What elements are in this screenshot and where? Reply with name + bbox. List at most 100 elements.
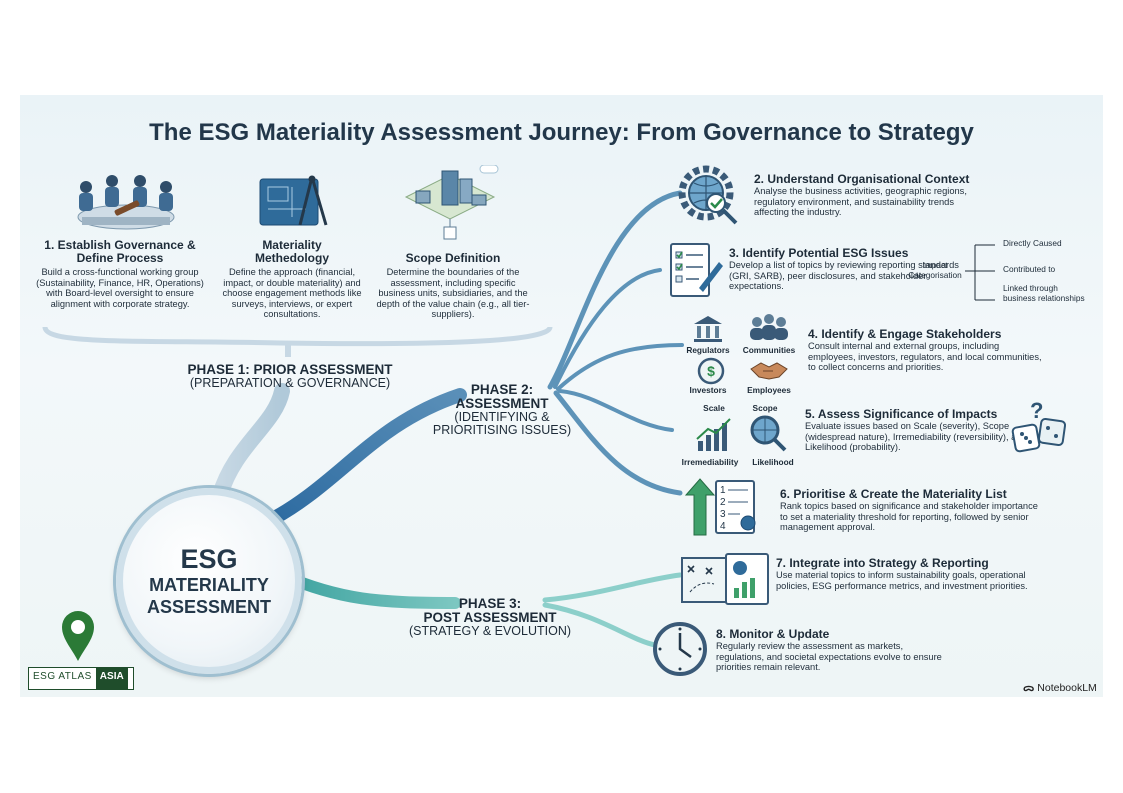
step4-text: Consult internal and external groups, in… [808, 341, 1042, 373]
step2-heading: 2. Understand Organisational Context [754, 172, 970, 186]
scale-bar-chart-icon [696, 418, 731, 451]
step3-heading: 3. Identify Potential ESG Issues [729, 246, 909, 260]
branch-step2 [547, 190, 683, 390]
criterion-scope: Scope [752, 403, 778, 413]
communities-people-icon [750, 314, 788, 340]
phase1-subtitle: (PREPARATION & GOVERNANCE) [189, 376, 391, 390]
dice-question-icon: ? [1011, 398, 1067, 453]
phase3-line3: (STRATEGY & EVOLUTION) [408, 624, 572, 638]
phase2-line1: PHASE 2: [470, 382, 534, 397]
item-heading: Scope Definition [405, 251, 501, 265]
core-line2: MATERIALITY [149, 575, 269, 595]
phase3-line2: POST ASSESSMENT [423, 610, 557, 625]
notebooklm-icon: ᯅ [1023, 682, 1035, 694]
category-bracket [965, 244, 995, 301]
map-pin-icon [62, 611, 94, 661]
svg-text:2: 2 [720, 497, 726, 508]
branch-step8 [542, 602, 658, 648]
ribbon-core-phase1 [212, 383, 290, 503]
svg-text:4: 4 [720, 521, 726, 532]
clock-icon [653, 622, 707, 676]
svg-text:$: $ [707, 363, 715, 379]
scope-buildings-icon [404, 165, 499, 240]
meeting-team-icon [77, 175, 175, 230]
strategy-report-icon [681, 553, 769, 605]
svg-text:1: 1 [720, 485, 726, 496]
svg-text:?: ? [1030, 398, 1043, 423]
phase1-item-methodology: Materiality Methedology Define the appro… [218, 239, 366, 320]
blueprint-compass-icon [259, 175, 328, 226]
logo-left-text: ESG ATLAS [29, 668, 96, 689]
step2-block: 2. Understand Organisational Context Ana… [754, 173, 989, 218]
page-title: The ESG Materiality Assessment Journey: … [149, 119, 974, 146]
connector-ribbons [42, 190, 995, 648]
branch-step3 [553, 268, 662, 389]
esg-atlas-asia-logo: ESG ATLAS ASIA [28, 667, 134, 690]
criterion-likelihood: Likelihood [752, 457, 794, 467]
step7-heading: 7. Integrate into Strategy & Reporting [776, 556, 989, 570]
step4-block: 4. Identify & Engage Stakeholders Consul… [808, 328, 1048, 373]
ribbon-core-phase2 [258, 388, 467, 530]
employees-handshake-icon [750, 362, 788, 380]
phase3-line1: PHASE 3: [458, 596, 522, 611]
phase1-title: PHASE 1: PRIOR ASSESSMENT [187, 362, 393, 377]
phase1-bracket [42, 325, 553, 347]
step3-block: 3. Identify Potential ESG Issues Develop… [729, 247, 964, 292]
item-text: Build a cross-functional working group (… [36, 267, 204, 309]
step6-heading: 6. Prioritise & Create the Materiality L… [780, 487, 1007, 501]
category-linked-relationships: Linked through business relationships [1003, 283, 1085, 303]
step8-block: 8. Monitor & Update Regularly review the… [716, 628, 950, 673]
step7-text: Use material topics to inform sustainabi… [776, 570, 1028, 591]
scope-magnifier-globe-icon [750, 415, 787, 452]
phase2-line3: (IDENTIFYING & [454, 410, 550, 424]
notebooklm-label: NotebookLM [1037, 682, 1097, 694]
phase1-item-governance: 1. Establish Governance & Define Process… [34, 239, 206, 309]
branch-step6 [553, 390, 683, 496]
impact-categorisation-label: Impact Categorisation [908, 260, 962, 280]
infographic-panel: The ESG Materiality Assessment Journey: … [20, 95, 1103, 697]
core-line3: ASSESSMENT [146, 597, 272, 617]
branch-step7 [542, 572, 683, 603]
investors-dollar-icon: $ [697, 357, 725, 385]
item-text: Determine the boundaries of the assessme… [376, 267, 530, 320]
core-line1: ESG [180, 544, 238, 574]
gear-globe-icon [678, 165, 738, 225]
stakeholder-communities: Communities [742, 345, 796, 355]
step7-block: 7. Integrate into Strategy & Reporting U… [776, 557, 1046, 591]
stakeholder-investors: Investors [689, 385, 727, 395]
step8-text: Regularly review the assessment as marke… [716, 641, 942, 673]
branch-step5 [558, 389, 674, 432]
branch-step4 [556, 343, 684, 391]
stakeholder-employees: Employees [747, 385, 791, 395]
step4-heading: 4. Identify & Engage Stakeholders [808, 327, 1002, 341]
checklist-document-icon [670, 243, 723, 297]
category-directly-caused: Directly Caused [1003, 238, 1062, 248]
item-heading: 1. Establish Governance & Define Process [44, 238, 196, 265]
step5-heading: 5. Assess Significance of Impacts [805, 407, 998, 421]
core-circle: ESG MATERIALITY ASSESSMENT [116, 488, 302, 674]
step5-text: Evaluate issues based on Scale (severity… [805, 421, 1027, 453]
logo-right-text: ASIA [95, 668, 128, 689]
item-text: Define the approach (financial, impact, … [222, 267, 362, 320]
svg-text:3: 3 [720, 509, 726, 520]
step8-heading: 8. Monitor & Update [716, 627, 830, 641]
regulators-building-icon [694, 316, 722, 342]
phase3-label: PHASE 3: POST ASSESSMENT (STRATEGY & EVO… [400, 597, 580, 638]
criterion-scale: Scale [703, 403, 725, 413]
notebooklm-credit: ᯅ NotebookLM [1023, 681, 1097, 695]
phase2-line2: ASSESSMENT [455, 396, 549, 411]
stakeholder-regulators: Regulators [686, 345, 730, 355]
phase2-line4: PRIORITISING ISSUES) [432, 423, 572, 437]
criterion-irremediability: Irremediability [681, 457, 739, 467]
category-contributed-to: Contributed to [1003, 264, 1056, 274]
step5-block: 5. Assess Significance of Impacts Evalua… [805, 408, 1035, 453]
phase2-label: PHASE 2: ASSESSMENT (IDENTIFYING & PRIOR… [430, 383, 574, 437]
step6-block: 6. Prioritise & Create the Materiality L… [780, 488, 1042, 533]
ribbon-core-phase3 [276, 569, 461, 609]
phase1-item-scope: Scope Definition Determine the boundarie… [374, 252, 532, 320]
step3-text: Develop a list of topics by reviewing re… [729, 260, 959, 292]
step2-text: Analyse the business activities, geograp… [754, 186, 967, 218]
step6-text: Rank topics based on significance and st… [780, 501, 1038, 533]
phase1-label: PHASE 1: PRIOR ASSESSMENT (PREPARATION &… [170, 363, 410, 390]
